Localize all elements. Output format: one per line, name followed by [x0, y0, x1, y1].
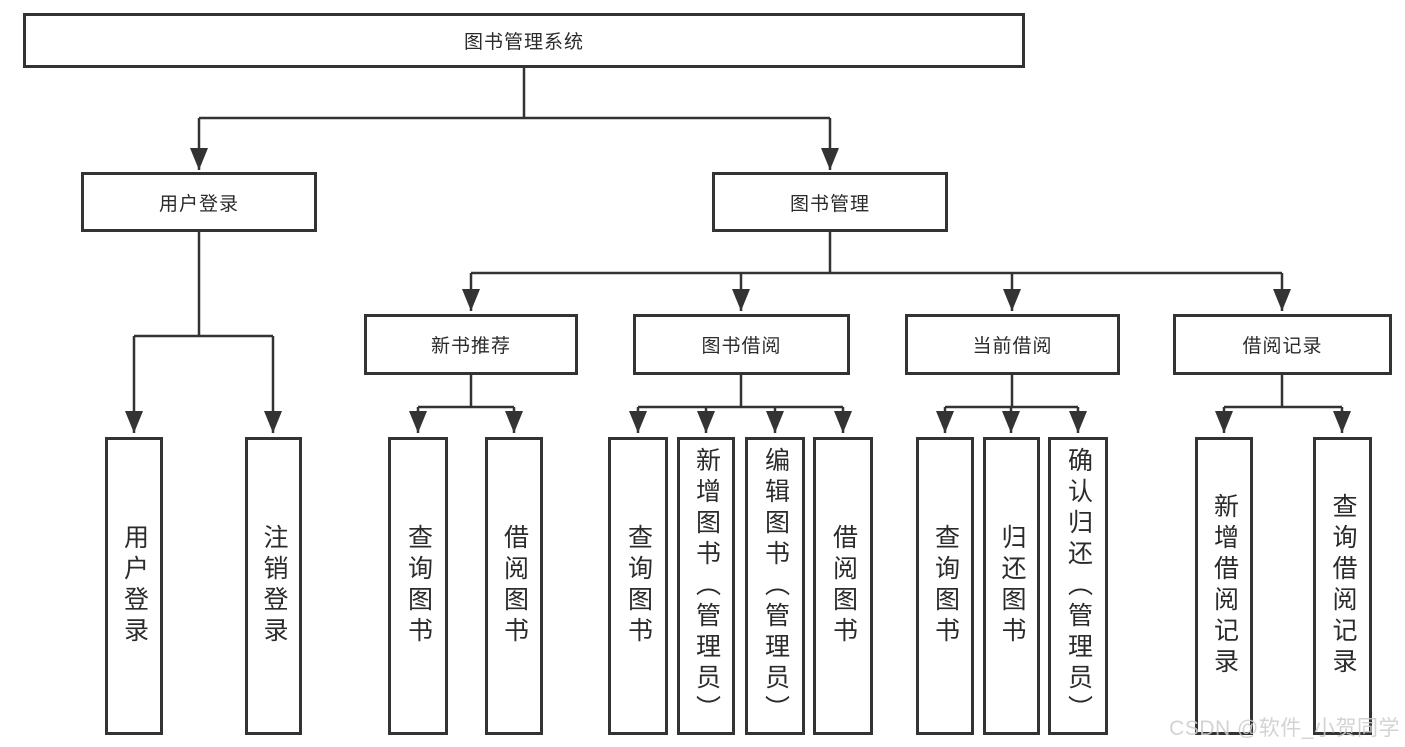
leaf-user-login: 用户登录 — [105, 437, 163, 735]
node-label: 注销登录 — [260, 524, 288, 648]
leaf-edit-books-admin: 编辑图书（管理员） — [745, 437, 805, 735]
node-label: 图书管理 — [789, 193, 870, 215]
node-label: 查询图书 — [931, 524, 960, 648]
node-book-management: 图书管理 — [712, 172, 948, 232]
node-borrow-records: 借阅记录 — [1173, 314, 1392, 375]
node-label: 查询借阅记录 — [1329, 493, 1357, 679]
node-label: 归还图书 — [998, 524, 1026, 648]
node-label: 用户登录 — [120, 524, 149, 648]
node-label: 新增图书（管理员） — [692, 446, 721, 726]
node-user-login: 用户登录 — [81, 172, 317, 232]
node-label: 借阅图书 — [829, 524, 858, 648]
node-label: 确认归还（管理员） — [1064, 446, 1093, 726]
node-book-borrow: 图书借阅 — [633, 314, 850, 375]
node-label: 编辑图书（管理员） — [761, 446, 790, 726]
leaf-logout: 注销登录 — [245, 437, 302, 735]
leaf-confirm-return-admin: 确认归还（管理员） — [1048, 437, 1108, 735]
leaf-borrow-books: 借阅图书 — [813, 437, 873, 735]
node-label: 查询图书 — [404, 524, 433, 648]
leaf-add-borrow-record: 新增借阅记录 — [1195, 437, 1253, 735]
node-label: 新书推荐 — [430, 336, 511, 357]
node-label: 查询图书 — [624, 524, 653, 648]
node-label: 新增借阅记录 — [1210, 493, 1239, 679]
leaf-return-books: 归还图书 — [983, 437, 1040, 735]
node-current-borrow: 当前借阅 — [905, 314, 1120, 375]
leaf-add-books-admin: 新增图书（管理员） — [677, 437, 735, 735]
node-root-system: 图书管理系统 — [23, 13, 1025, 68]
leaf-query-books-current: 查询图书 — [916, 437, 974, 735]
node-new-book-recommend: 新书推荐 — [364, 314, 578, 375]
node-label: 图书管理系统 — [463, 32, 584, 53]
leaf-borrow-books-recommend: 借阅图书 — [485, 437, 543, 735]
leaf-query-books-borrow: 查询图书 — [608, 437, 668, 735]
node-label: 用户登录 — [158, 193, 239, 215]
node-label: 借阅记录 — [1242, 336, 1323, 357]
node-label: 借阅图书 — [500, 524, 529, 648]
node-label: 图书借阅 — [701, 336, 782, 357]
leaf-query-books-recommend: 查询图书 — [388, 437, 448, 735]
csdn-watermark: CSDN @软件_小贺同学 — [1169, 717, 1400, 740]
leaf-query-borrow-record: 查询借阅记录 — [1313, 437, 1372, 735]
node-label: 当前借阅 — [972, 336, 1053, 357]
